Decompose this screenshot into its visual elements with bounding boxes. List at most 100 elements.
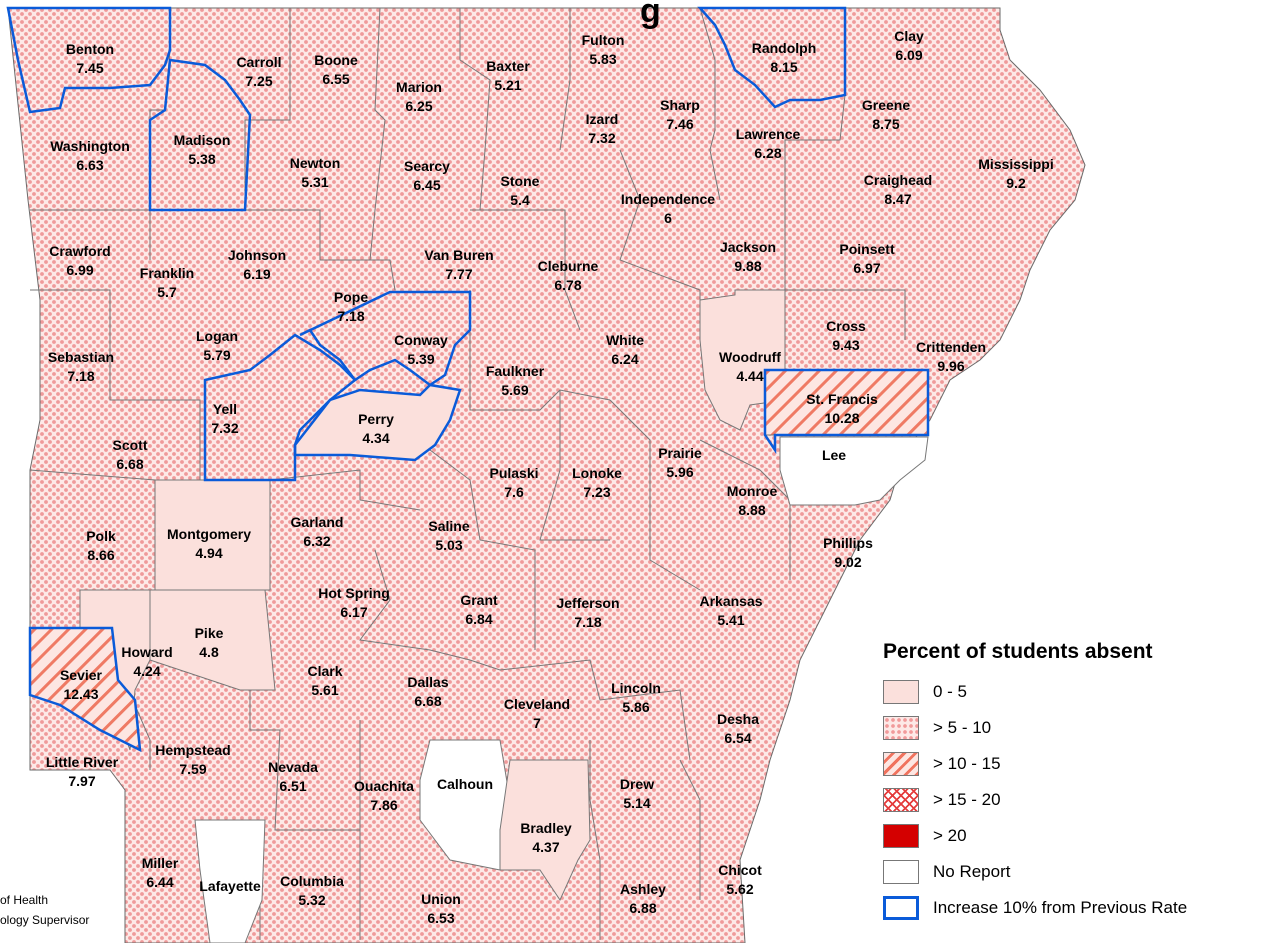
county-rate-label: 5.41 — [717, 612, 744, 628]
county-name-label: Greene — [862, 97, 910, 113]
county-jefferson: Jefferson 7.18 — [556, 595, 619, 630]
county-rate-label: 9.43 — [832, 337, 859, 353]
county-rate-label: 5.86 — [622, 699, 649, 715]
legend-label: > 15 - 20 — [933, 790, 1001, 809]
county-rate-label: 5.79 — [203, 347, 230, 363]
county-rate-label: 7.25 — [245, 73, 272, 89]
county-name-label: Miller — [142, 855, 179, 871]
county-rate-label: 8.75 — [872, 116, 899, 132]
county-rate-label: 5.03 — [435, 537, 462, 553]
increase-outline-perry — [293, 383, 462, 462]
legend-item-10-15: > 10 - 15 — [883, 746, 1263, 782]
legend-label: > 5 - 10 — [933, 718, 992, 737]
county-rate-label: 8.47 — [884, 191, 911, 207]
county-name-label: Chicot — [718, 862, 762, 878]
county-name-label: Washington — [50, 138, 130, 154]
county-name-label: Montgomery — [167, 526, 251, 542]
county-name-label: Arkansas — [699, 593, 762, 609]
county-rate-label: 7.32 — [211, 420, 238, 436]
county-rate-label: 6.68 — [414, 693, 441, 709]
county-rate-label: 12.43 — [63, 686, 98, 702]
county-rate-label: 7.32 — [588, 130, 615, 146]
county-name-label: Crawford — [49, 243, 110, 259]
county-name-label: Marion — [396, 79, 442, 95]
legend-swatch — [883, 824, 919, 848]
county-arkansas: Arkansas 5.41 — [699, 593, 762, 628]
legend-swatch — [883, 680, 919, 704]
county-rate-label: 7.18 — [574, 614, 601, 630]
county-rate-label: 9.02 — [834, 554, 861, 570]
county-rate-label: 6.28 — [754, 145, 781, 161]
increase-outline-yell — [203, 333, 357, 482]
county-rate-label: 6.09 — [895, 47, 922, 63]
legend-swatch — [883, 716, 919, 740]
legend-label: > 20 — [933, 826, 967, 845]
county-desha: Desha 6.54 — [717, 711, 759, 746]
county-name-label: Jefferson — [556, 595, 619, 611]
county-name-label: Pulaski — [489, 465, 538, 481]
county-rate-label: 8.15 — [770, 59, 797, 75]
county-rate-label: 6.53 — [427, 910, 454, 926]
legend-item-0-5: 0 - 5 — [883, 674, 1263, 710]
county-rate-label: 7.59 — [179, 761, 206, 777]
county-name-label: Izard — [586, 111, 619, 127]
county-rate-label: 5.4 — [510, 192, 530, 208]
county-rate-label: 6.55 — [322, 71, 349, 87]
county-lee: Lee — [822, 447, 846, 463]
county-rate-label: 7.46 — [666, 116, 693, 132]
legend-label: > 10 - 15 — [933, 754, 1001, 773]
county-rate-label: 4.34 — [362, 430, 389, 446]
county-rate-label: 6.54 — [724, 730, 751, 746]
county-rate-label: 6 — [664, 210, 672, 226]
county-name-label: Ouachita — [354, 778, 414, 794]
county-rate-label: 7.77 — [445, 266, 472, 282]
county-rate-label: 5.69 — [501, 382, 528, 398]
county-name-label: Ashley — [620, 881, 666, 897]
state-shape — [7, 7, 1086, 943]
county-name-label: Lonoke — [572, 465, 622, 481]
county-rate-label: 9.88 — [734, 258, 761, 274]
county-name-label: Pike — [195, 625, 224, 641]
county-rate-label: 5.31 — [301, 174, 328, 190]
county-name-label: Lincoln — [611, 680, 661, 696]
county-name-label: Pope — [334, 289, 368, 305]
county-name-label: Desha — [717, 711, 759, 727]
county-rate-label: 8.88 — [738, 502, 765, 518]
county-rate-label: 7.97 — [68, 773, 95, 789]
county-rate-label: 7.86 — [370, 797, 397, 813]
county-shapes — [29, 289, 929, 943]
county-rate-label: 6.88 — [629, 900, 656, 916]
county-name-label: Mississippi — [978, 156, 1053, 172]
county-rate-label: 4.94 — [195, 545, 222, 561]
county-rate-label: 9.2 — [1006, 175, 1026, 191]
county-rate-label: 5.96 — [666, 464, 693, 480]
county-rate-label: 5.62 — [726, 881, 753, 897]
